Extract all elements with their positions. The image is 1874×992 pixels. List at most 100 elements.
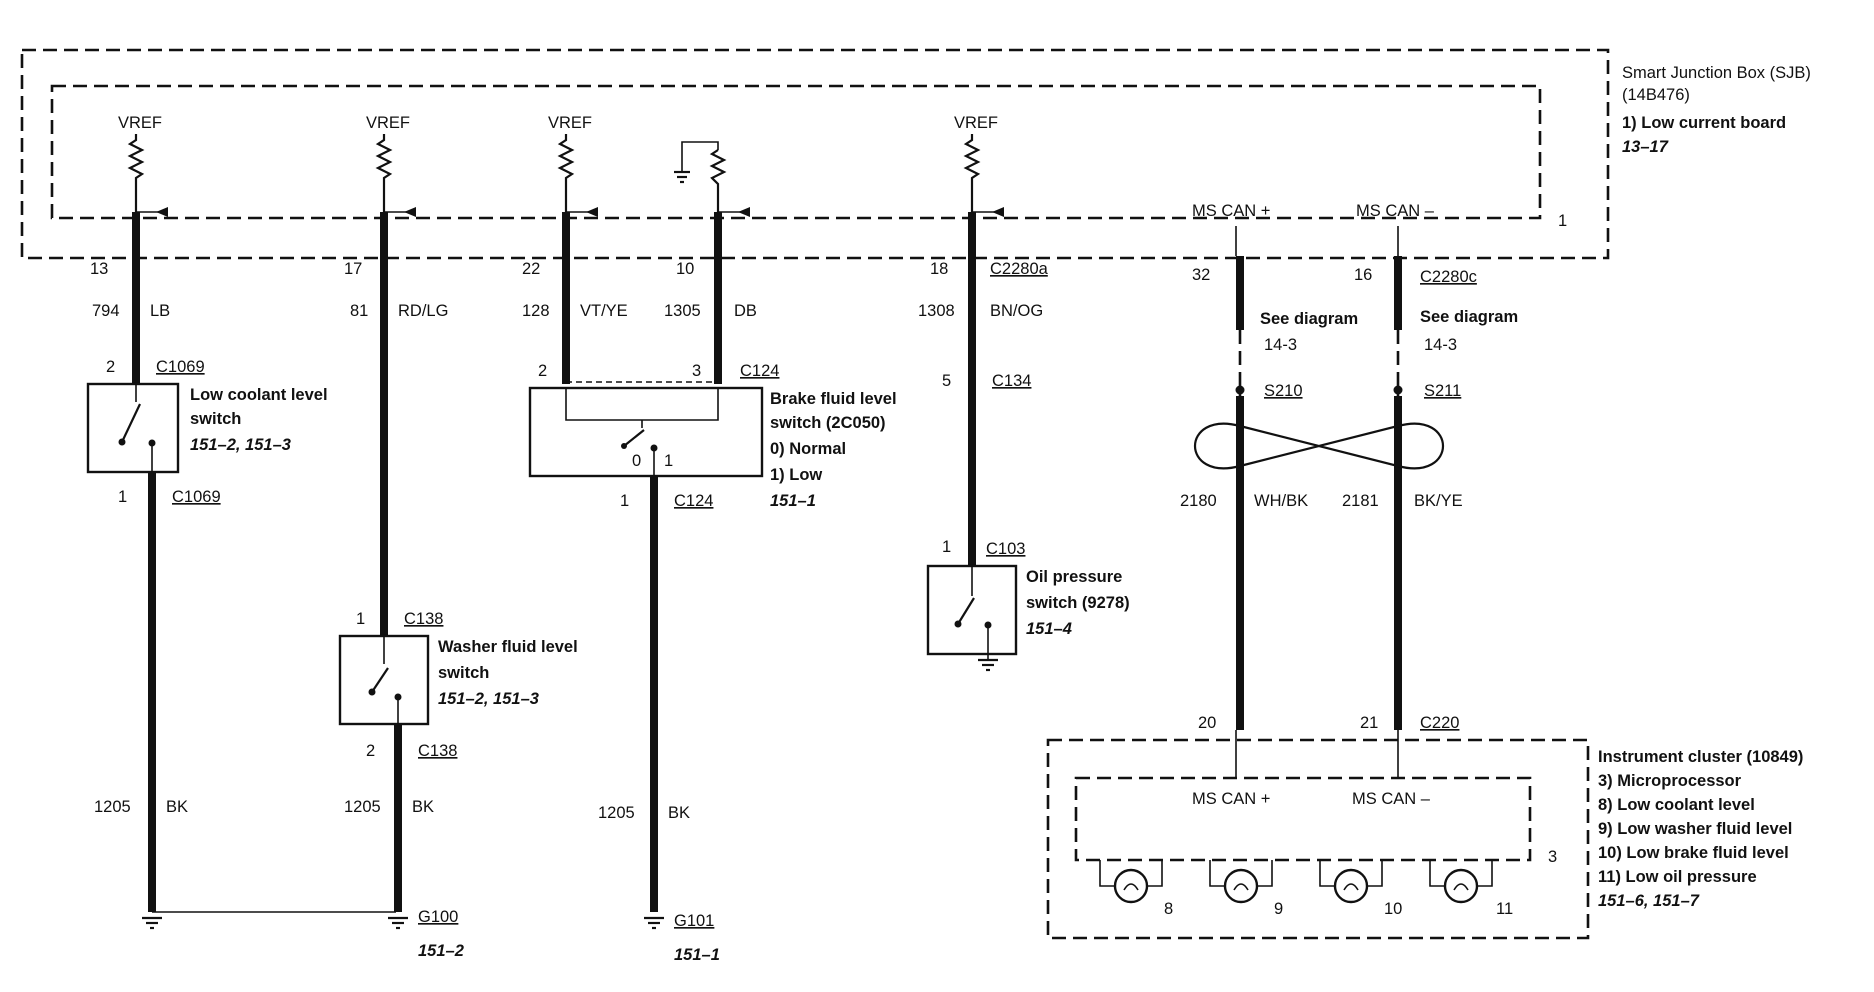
vref-label: VREF xyxy=(548,114,592,132)
pin-number: 1 xyxy=(942,538,951,556)
pin-number: 1 xyxy=(118,488,127,506)
cluster-item: 10) Low brake fluid level xyxy=(1598,844,1789,862)
splice-label: S211 xyxy=(1424,382,1461,400)
cluster-can-plus-label: MS CAN + xyxy=(1192,790,1270,808)
switch-title: switch xyxy=(438,664,489,682)
cluster-item: 9) Low washer fluid level xyxy=(1598,820,1792,838)
circuit-oil-pressure: 18 C2280a 1308 BN/OG 5 C134 1 C103 Oil p… xyxy=(918,212,1130,672)
switch-ref: 151–1 xyxy=(770,492,816,510)
sjb-ref: 13–17 xyxy=(1622,138,1669,156)
circuit-low-coolant: 13 794 LB 2 C1069 Low coolant level swit… xyxy=(86,212,396,930)
lamp-number: 11 xyxy=(1496,900,1513,918)
sjb-module-number: 1 xyxy=(1558,212,1567,230)
connector-label: C138 xyxy=(404,610,443,628)
sjb-can-minus-label: MS CAN – xyxy=(1356,202,1435,220)
splice-dot xyxy=(1235,385,1245,395)
pin-number: 1 xyxy=(356,610,365,628)
bulb-icon xyxy=(1333,868,1369,904)
wire-color: RD/LG xyxy=(398,302,448,320)
see-diagram-label: See diagram xyxy=(1420,308,1518,326)
ground-label: G100 xyxy=(418,908,458,926)
pin-number: 5 xyxy=(942,372,951,390)
bulb-icon xyxy=(1443,868,1479,904)
see-diagram-ref: 14-3 xyxy=(1264,336,1297,354)
wire-color: LB xyxy=(150,302,170,320)
switch-ref: 151–4 xyxy=(1026,620,1072,638)
ground-icon xyxy=(142,916,162,930)
circuit-number: 794 xyxy=(92,302,120,320)
wire-color: VT/YE xyxy=(580,302,628,320)
circuit-number: 2181 xyxy=(1342,492,1379,510)
splice-dot xyxy=(1393,385,1403,395)
pin-number: 17 xyxy=(344,260,362,278)
circuit-washer-fluid: 17 81 RD/LG 1 C138 Washer fluid level sw… xyxy=(338,212,578,960)
pin-number: 20 xyxy=(1198,714,1216,732)
switch-title: Brake fluid level xyxy=(770,390,897,408)
ground-label: G101 xyxy=(674,912,714,930)
wire-color: BK xyxy=(412,798,434,816)
switch-title: Washer fluid level xyxy=(438,638,578,656)
switch-title: switch (2C050) xyxy=(770,414,886,432)
lamp-number: 10 xyxy=(1384,900,1402,918)
see-diagram-ref: 14-3 xyxy=(1424,336,1457,354)
bulb-icon xyxy=(1113,868,1149,904)
lamp-number: 9 xyxy=(1274,900,1283,918)
switch-title: switch (9278) xyxy=(1026,594,1130,612)
lamp-8: 8 xyxy=(1099,860,1173,918)
wire-color: BK/YE xyxy=(1414,492,1463,510)
circuit-number: 1205 xyxy=(598,804,635,822)
circuit-number: 1308 xyxy=(918,302,955,320)
sjb-part-number: (14B476) xyxy=(1622,86,1690,104)
connector-label: C124 xyxy=(674,492,713,510)
smart-junction-box: Smart Junction Box (SJB) (14B476) 1) Low… xyxy=(20,48,1811,260)
switch-state: 1) Low xyxy=(770,466,822,484)
connector-label: C103 xyxy=(986,540,1025,558)
sjb-can-plus-label: MS CAN + xyxy=(1192,202,1270,220)
switch-ref: 151–2, 151–3 xyxy=(190,436,291,454)
vref-label: VREF xyxy=(118,114,162,132)
connector-label: C220 xyxy=(1420,714,1459,732)
connector-label: C1069 xyxy=(172,488,221,506)
cluster-item: 8) Low coolant level xyxy=(1598,796,1755,814)
ground-icon xyxy=(644,916,664,930)
switch-arrow-icon xyxy=(156,207,168,217)
low-coolant-switch xyxy=(86,382,180,474)
pin-number: 18 xyxy=(930,260,948,278)
cluster-item: 3) Microprocessor xyxy=(1598,772,1742,790)
cluster-title: Instrument cluster (10849) xyxy=(1598,748,1803,766)
circuit-brake-fluid: 22 10 128 VT/YE 1305 DB 2 3 C124 0 1 Bra… xyxy=(522,212,897,964)
wire-color: BN/OG xyxy=(990,302,1043,320)
switch-state: 0) Normal xyxy=(770,440,846,458)
ground-icon xyxy=(388,916,408,930)
pin-number: 3 xyxy=(692,362,701,380)
twisted-pair-icon xyxy=(1194,422,1444,470)
circuit-number: 1305 xyxy=(664,302,701,320)
lamp-number: 8 xyxy=(1164,900,1173,918)
switch-arrow-icon xyxy=(586,207,598,217)
connector-label: C2280a xyxy=(990,260,1049,278)
pin-number: 13 xyxy=(90,260,108,278)
switch-arrow-icon xyxy=(738,207,750,217)
switch-title: Low coolant level xyxy=(190,386,328,404)
vref-pullup-3: VREF xyxy=(548,114,598,217)
sjb-item: 1) Low current board xyxy=(1622,114,1786,132)
vref-pullup-1: VREF xyxy=(118,114,168,217)
brake-fluid-switch xyxy=(528,386,764,478)
connector-label: C134 xyxy=(992,372,1031,390)
switch-ref: 151–2, 151–3 xyxy=(438,690,539,708)
connector-label: C124 xyxy=(740,362,779,380)
pin-number: 21 xyxy=(1360,714,1378,732)
cluster-ref: 151–6, 151–7 xyxy=(1598,892,1700,910)
connector-label: C1069 xyxy=(156,358,205,376)
wire-color: WH/BK xyxy=(1254,492,1308,510)
ground-ref: 151–1 xyxy=(674,946,720,964)
instrument-cluster: MS CAN + MS CAN – 3 8 9 10 11 Instrument xyxy=(1046,738,1803,940)
circuit-number: 128 xyxy=(522,302,550,320)
switch-title: switch xyxy=(190,410,241,428)
sjb-title: Smart Junction Box (SJB) xyxy=(1622,64,1811,82)
pin-number: 22 xyxy=(522,260,540,278)
connector-label: C2280c xyxy=(1420,268,1477,286)
lamp-10: 10 xyxy=(1319,860,1402,918)
vref-pullup-5: VREF xyxy=(954,114,1004,217)
vref-label: VREF xyxy=(366,114,410,132)
